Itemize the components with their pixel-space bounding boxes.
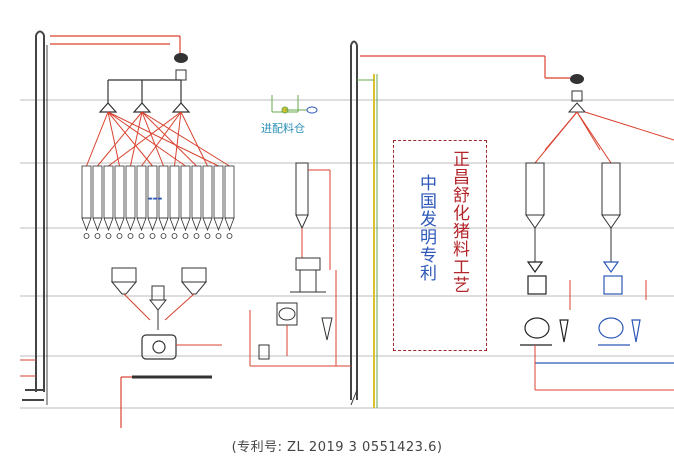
fan-line <box>576 111 601 151</box>
top-conveyor-right <box>360 55 570 79</box>
fan-line <box>180 111 208 167</box>
silo-bin-cone <box>191 217 202 232</box>
silo-bin-feeder <box>204 233 211 239</box>
silo-bin-feeder <box>116 233 123 239</box>
top-fan-left <box>174 53 188 81</box>
silo-bin <box>224 165 235 219</box>
silo-bin-feeder <box>193 233 200 239</box>
silo-bin-cone <box>92 217 103 232</box>
batching-hoppers <box>110 267 208 321</box>
fan-line <box>141 111 197 167</box>
right-equipment-dark <box>520 261 569 346</box>
silo-bin-feeder <box>215 233 222 239</box>
process-flow-diagram: ▬▬▬ <box>20 30 674 428</box>
silo-bin <box>169 165 180 219</box>
silo-bin-feeder <box>149 233 156 239</box>
middle-elevator <box>350 40 358 400</box>
mixer-feed <box>148 285 168 330</box>
fan-lines-right <box>534 111 612 164</box>
left-return-lines <box>20 169 358 406</box>
silo-bin <box>180 165 191 219</box>
silo-bin-feeder <box>105 233 112 239</box>
fan-line <box>141 111 164 167</box>
premix-silo <box>290 162 326 293</box>
fan-line <box>130 111 143 167</box>
right-red-lines <box>534 111 674 391</box>
silo-bin-feeder <box>226 233 233 239</box>
silo-bin-cone <box>202 217 213 232</box>
silo-right-2 <box>601 162 621 262</box>
silo-bin-cone <box>224 217 235 232</box>
silo-bin-feeder <box>127 233 134 239</box>
silo-bin-cone <box>169 217 180 232</box>
silo-bin-feeder <box>160 233 167 239</box>
floor-lines <box>20 99 674 409</box>
cooler-left <box>258 302 333 360</box>
patent-title-blue: 中国发明专利 <box>416 174 436 282</box>
patent-box <box>393 140 487 351</box>
silo-bank-mark: ▬▬▬ <box>148 196 162 202</box>
fan-line <box>97 111 143 167</box>
silo-bin-cone <box>103 217 114 232</box>
fan-line <box>107 111 120 167</box>
fan-line <box>86 111 109 167</box>
fan-line <box>544 111 578 151</box>
fan-line <box>141 111 230 167</box>
silo-bin-cone <box>213 217 224 232</box>
silo-bin <box>202 165 213 219</box>
distributors-left <box>98 79 191 113</box>
silo-bin <box>92 165 103 219</box>
silo-bin-feeder <box>171 233 178 239</box>
silo-bin <box>103 165 114 219</box>
silo-bin-feeder <box>83 233 90 239</box>
silo-bin <box>114 165 125 219</box>
silo-bank-left <box>81 165 235 239</box>
silo-bin-cone <box>125 217 136 232</box>
silo-inlet-symbol <box>271 95 318 114</box>
silo-bin-cone <box>114 217 125 232</box>
silo-bin <box>81 165 92 219</box>
fan-line <box>174 111 182 167</box>
fan-lines-left <box>86 111 230 167</box>
silo-right-1 <box>525 162 545 262</box>
silo-bin-feeder <box>182 233 189 239</box>
silo-label: 进配料仓 <box>261 122 305 135</box>
silo-bin-cone <box>180 217 191 232</box>
mixer <box>120 334 212 428</box>
silo-bin <box>158 165 169 219</box>
top-conveyor-left <box>50 35 181 55</box>
silo-bin <box>147 165 158 219</box>
patent-title-red: 正昌舒化猪料工艺 <box>449 150 469 294</box>
silo-bin <box>191 165 202 219</box>
silo-bin <box>136 165 147 219</box>
silo-bin <box>213 165 224 219</box>
silo-bin-cone <box>147 217 158 232</box>
patent-number-caption: (专利号: ZL 2019 3 0551423.6) <box>231 440 443 455</box>
fan-line <box>107 111 153 167</box>
silo-bin-cone <box>136 217 147 232</box>
silo-bin-cone <box>81 217 92 232</box>
top-fan-right <box>567 74 587 113</box>
left-elevator <box>22 30 48 405</box>
fan-line <box>107 111 219 167</box>
fan-line <box>141 111 182 167</box>
yellow-pipe <box>357 74 378 408</box>
fan-line <box>108 111 182 167</box>
silo-bin-feeder <box>94 233 101 239</box>
silo-bin-feeder <box>138 233 145 239</box>
silo-bin-cone <box>158 217 169 232</box>
fan-line <box>107 111 186 167</box>
silo-bin <box>125 165 136 219</box>
right-equipment-blue <box>535 261 674 364</box>
